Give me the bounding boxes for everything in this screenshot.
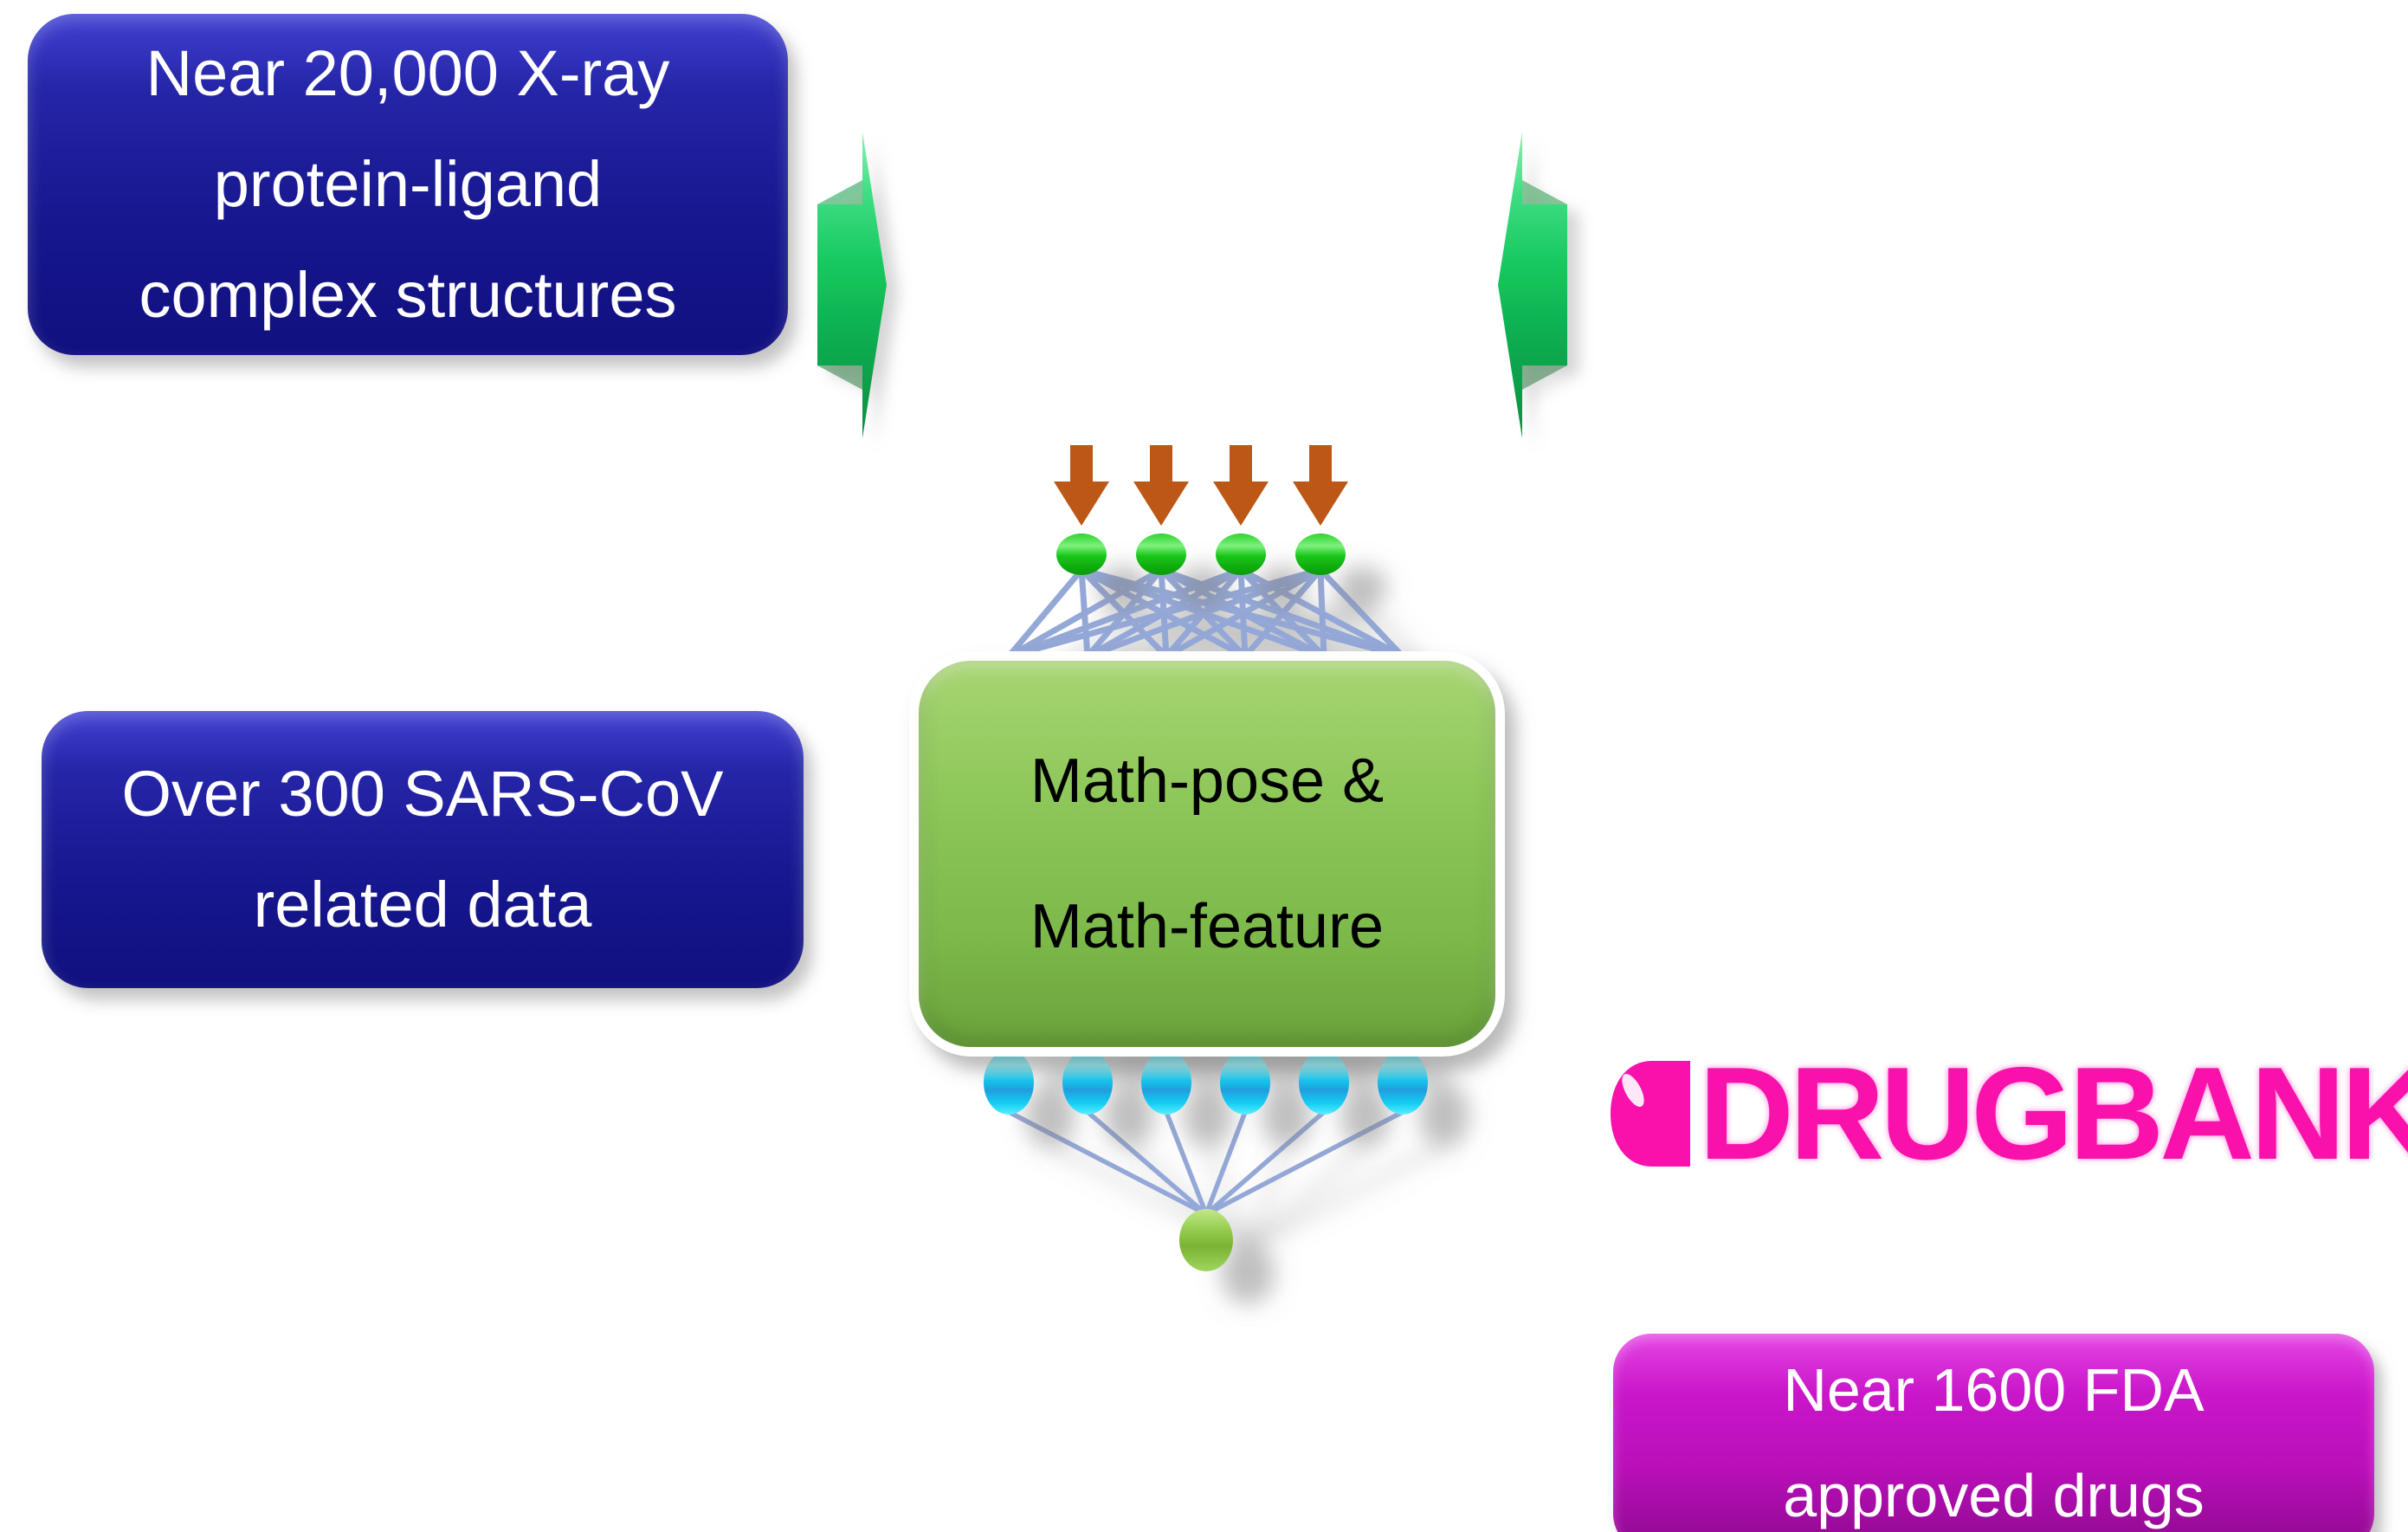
- flow-arrow-left: [817, 132, 887, 438]
- box-text-line: Near 1600 FDA: [1783, 1356, 2205, 1424]
- drugbank-logo: DRUGBANK: [1607, 1048, 2408, 1180]
- box-text-line: protein-ligand: [213, 148, 603, 220]
- box-text-line: Over 300 SARS-CoV: [121, 758, 724, 830]
- xray-box: Near 20,000 X-ray protein-ligand complex…: [28, 14, 788, 355]
- box-text-line: Math-feature: [1030, 892, 1385, 961]
- flow-arrow-right: [1498, 132, 1567, 438]
- drugbank-wordmark: DRUGBANK: [1699, 1040, 2408, 1187]
- pill-icon: [1611, 1061, 1690, 1167]
- box-text-line: approved drugs: [1783, 1462, 2205, 1529]
- input-arrows: [1054, 445, 1348, 526]
- mathpose-box: Math-pose & Math-feature: [909, 651, 1505, 1057]
- box-text-line: complex structures: [139, 259, 677, 331]
- sars-box: Over 300 SARS-CoV related data: [42, 711, 804, 988]
- box-text-line: Near 20,000 X-ray: [145, 37, 670, 109]
- mathpose-box-face: Math-pose & Math-feature: [919, 661, 1495, 1047]
- fda-box: Near 1600 FDA approved drugs: [1613, 1334, 2374, 1532]
- box-text-line: related data: [253, 869, 592, 941]
- box-text-line: Math-pose &: [1030, 747, 1385, 816]
